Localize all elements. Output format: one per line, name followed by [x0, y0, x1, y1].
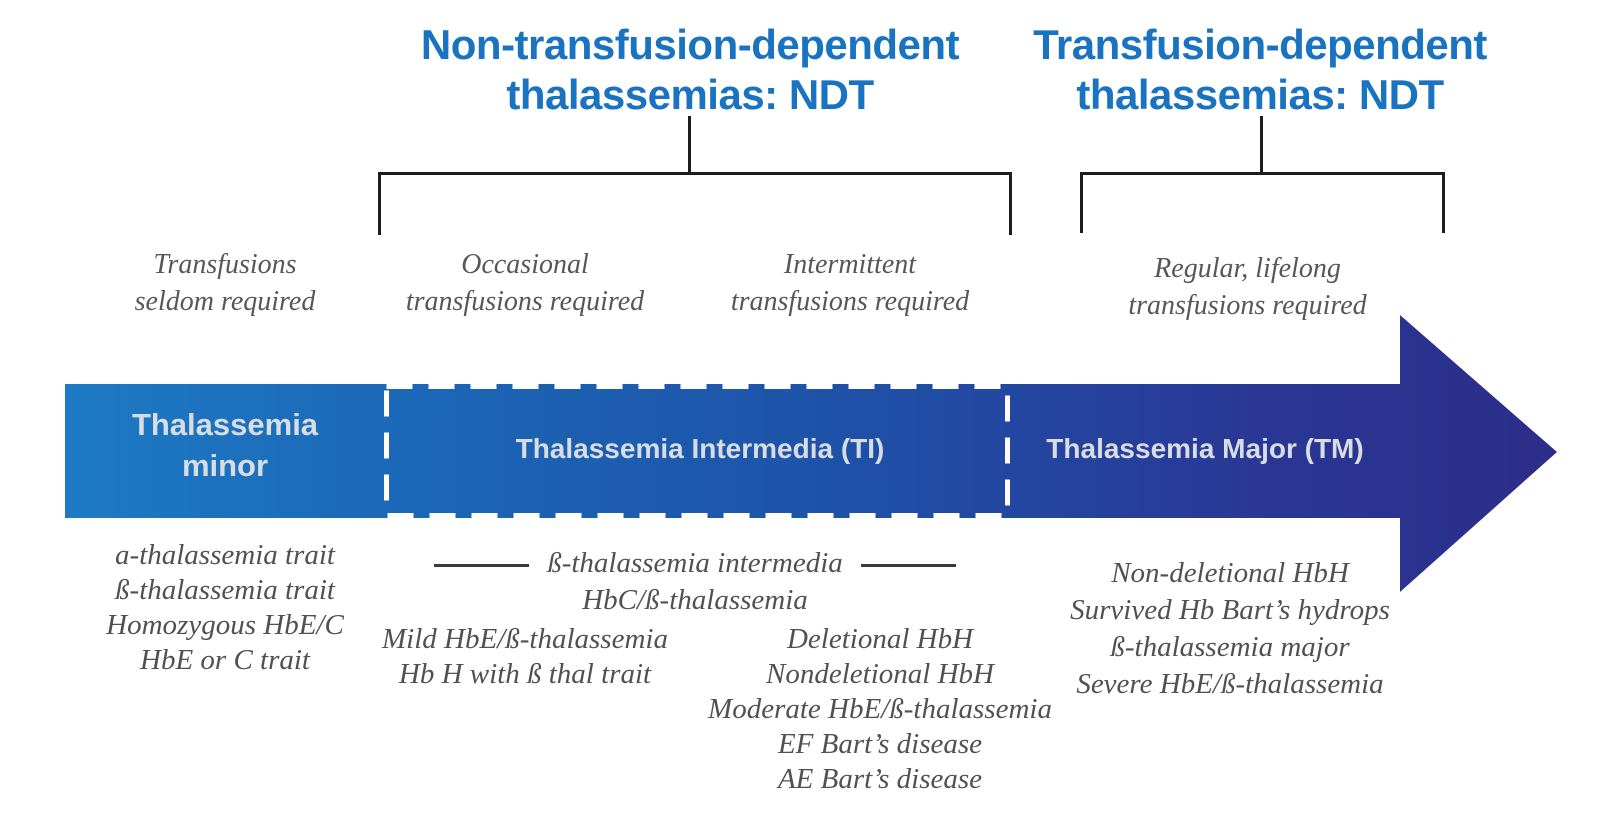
- ndt-bracket-stem: [688, 116, 691, 172]
- ndt-bracket: [378, 172, 1012, 235]
- note-line: transfusions required: [1128, 290, 1367, 321]
- note-line: Transfusions: [153, 249, 297, 280]
- list-item: a-thalassemia trait: [115, 539, 335, 571]
- section-label-minor: Thalassemia minor: [70, 404, 380, 486]
- tm-gene-list: Non-deletional HbH Survived Hb Bart’s hy…: [1020, 555, 1440, 703]
- section-label-major: Thalassemia Major (TM): [1046, 433, 1364, 464]
- note-line: Occasional: [461, 249, 589, 280]
- note-line: transfusions required: [405, 286, 645, 317]
- tdt-header-line2: thalassemias: NDT: [1076, 71, 1444, 118]
- list-item: Deletional HbH: [786, 623, 974, 655]
- list-item: Mild HbE/ß-thalassemia: [382, 623, 668, 655]
- divider-line: [860, 564, 956, 567]
- list-item: Moderate HbE/ß-thalassemia: [708, 693, 1052, 725]
- note-intermittent-transfusions: Intermittent transfusions required: [670, 246, 1030, 320]
- list-item: Nondeletional HbH: [766, 658, 994, 690]
- ndt-header: Non-transfusion-dependent thalassemias: …: [330, 20, 1050, 120]
- minor-gene-list: a-thalassemia trait ß-thalassemia trait …: [50, 538, 400, 678]
- section-label-minor-line2: minor: [181, 448, 269, 483]
- ti-right-gene-list: Deletional HbH Nondeletional HbH Moderat…: [680, 622, 1080, 797]
- ti-shared-gene-list: ß-thalassemia intermedia HbC/ß-thalassem…: [380, 545, 1010, 619]
- tdt-bracket-stem: [1260, 116, 1263, 172]
- list-item: ß-thalassemia trait: [115, 574, 335, 606]
- list-item: Survived Hb Bart’s hydrops: [1070, 594, 1390, 626]
- list-item: HbE or C trait: [140, 644, 310, 676]
- divider-line: [434, 564, 530, 567]
- ti-shared-headline: ß-thalassemia intermedia: [380, 545, 1010, 582]
- list-item: ß-thalassemia major: [1110, 631, 1350, 663]
- list-item: EF Bart’s disease: [777, 728, 983, 760]
- ndt-header-line2: thalassemias: NDT: [506, 71, 874, 118]
- tdt-header-line1: Transfusion-dependent: [1033, 21, 1487, 68]
- note-regular-transfusions: Regular, lifelong transfusions required: [1055, 250, 1440, 324]
- list-item: AE Bart’s disease: [777, 763, 983, 795]
- note-line: transfusions required: [730, 286, 970, 317]
- note-transfusions-seldom: Transfusions seldom required: [60, 246, 390, 320]
- tdt-header: Transfusion-dependent thalassemias: NDT: [1005, 20, 1515, 120]
- tdt-bracket: [1080, 172, 1445, 233]
- note-line: Intermittent: [783, 249, 917, 280]
- list-item: Severe HbE/ß-thalassemia: [1076, 668, 1384, 700]
- section-label-minor-line1: Thalassemia: [131, 407, 319, 442]
- list-item: Homozygous HbE/C: [106, 609, 344, 641]
- ti-dashed-border: [384, 384, 1010, 518]
- list-item: Non-deletional HbH: [1111, 557, 1349, 589]
- note-occasional-transfusions: Occasional transfusions required: [350, 246, 700, 320]
- note-line: Regular, lifelong: [1154, 253, 1341, 284]
- note-line: seldom required: [134, 286, 316, 317]
- list-item: HbC/ß-thalassemia: [582, 584, 808, 616]
- ndt-header-line1: Non-transfusion-dependent: [420, 21, 960, 68]
- section-label-intermedia: Thalassemia Intermedia (TI): [515, 433, 885, 464]
- ti-left-gene-list: Mild HbE/ß-thalassemia Hb H with ß thal …: [360, 622, 690, 692]
- list-item: ß-thalassemia intermedia: [547, 547, 843, 579]
- list-item: Hb H with ß thal trait: [398, 658, 652, 690]
